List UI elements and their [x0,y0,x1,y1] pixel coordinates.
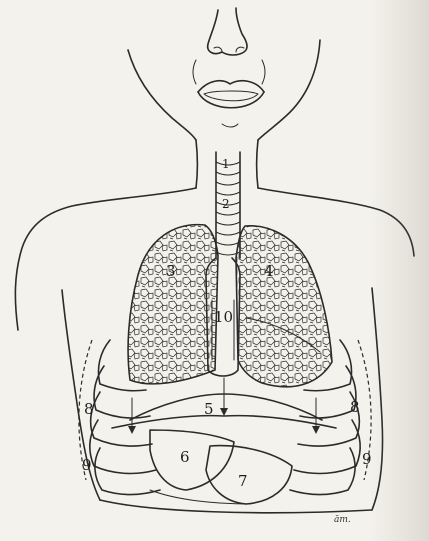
cheek-line-left [193,60,196,84]
abdomen [150,430,292,504]
upper-lip [198,81,264,92]
left-lung [120,215,220,390]
head-right-contour [258,40,320,140]
label-8-right: 8 [350,398,360,416]
right-lung [234,215,338,395]
mouth-opening [204,91,258,101]
label-9-right: 9 [362,450,372,468]
neck-right [257,140,259,188]
artist-signature: ām. [334,515,351,525]
label-3: 3 [166,262,176,280]
lower-lip [198,92,264,108]
label-10: 10 [214,308,233,326]
label-4: 4 [264,262,274,280]
label-5: 5 [204,400,214,418]
diaphragm [112,378,336,430]
label-6: 6 [180,448,190,466]
label-7: 7 [238,472,248,490]
label-9-left: 9 [82,456,92,474]
chin-mark [222,124,238,127]
nostril-left [214,47,222,52]
stomach [206,446,292,504]
label-2: 2 [222,197,230,211]
label-1: 1 [222,157,230,171]
label-8-left: 8 [84,400,94,418]
nostril-right [236,47,244,52]
right-arm-inner [372,288,383,510]
head [128,8,320,140]
liver [150,430,234,490]
neck-left [196,140,198,188]
head-left-contour [128,50,196,140]
cheek-line-right [262,60,265,84]
